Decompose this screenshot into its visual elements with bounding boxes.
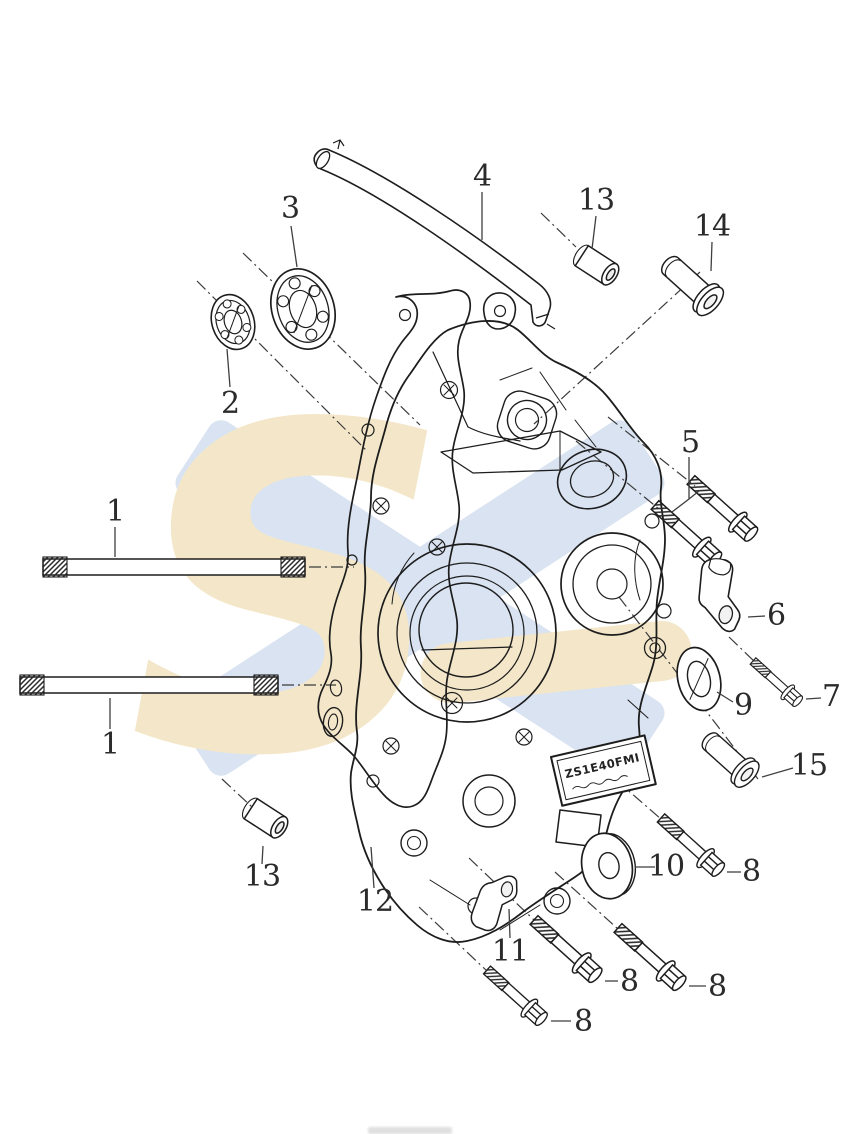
callout-part-4: 4 <box>472 159 492 194</box>
bearing-part2 <box>210 293 256 351</box>
callout-part-2: 2 <box>220 386 240 421</box>
bearing-part3 <box>270 267 336 351</box>
upper-boss <box>496 390 558 450</box>
grommet-part10 <box>580 832 637 900</box>
callout-part-13: 13 <box>577 183 615 218</box>
callout-part-3: 3 <box>280 191 300 226</box>
callout-part-11: 11 <box>491 934 529 969</box>
callout-part-14: 14 <box>693 209 731 244</box>
top-mount-ear <box>482 292 517 330</box>
bracket-part6 <box>698 558 741 633</box>
callout-part-13: 13 <box>243 859 281 894</box>
callout-part-8: 8 <box>619 964 639 999</box>
washer-part9 <box>676 646 722 712</box>
callout-part-5: 5 <box>680 425 700 460</box>
callout-part-7: 7 <box>821 679 841 714</box>
case-outline <box>349 320 666 943</box>
callout-part-15: 15 <box>790 748 828 783</box>
callout-part-1: 1 <box>105 494 125 529</box>
engine-code-plate: ZS1E40FMI <box>550 734 657 807</box>
crankcase-body: ZS1E40FMI <box>317 289 672 943</box>
watermark-letter-s: S <box>128 331 692 855</box>
main-bore <box>377 543 557 723</box>
gasket-plate <box>317 289 472 808</box>
right-bore <box>560 532 664 636</box>
cropped-footer-text <box>368 1127 452 1134</box>
callout-part-8: 8 <box>573 1004 593 1039</box>
bolt-part7 <box>746 653 807 711</box>
breather-tube-part4 <box>313 139 556 330</box>
stud-bolts-part1 <box>19 556 306 696</box>
callout-part-10: 10 <box>647 849 685 884</box>
case-details <box>372 351 649 931</box>
callout-part-8: 8 <box>741 854 761 889</box>
callout-part-1: 1 <box>100 727 120 762</box>
bracket-part11 <box>470 875 518 932</box>
bolt-part8-d <box>478 960 553 1031</box>
callout-part-8: 8 <box>707 969 727 1004</box>
collar-part13-top <box>569 241 623 289</box>
pin-part14 <box>653 247 729 321</box>
bottom-bores <box>322 513 672 915</box>
bolt-part8-b <box>524 909 608 988</box>
upper-right-opening <box>556 448 628 510</box>
pin-part15 <box>694 724 764 793</box>
watermark-logo: S <box>128 331 692 855</box>
callout-part-9: 9 <box>733 688 753 723</box>
callout-part-6: 6 <box>766 598 786 633</box>
callout-leader-lines <box>109 192 822 1022</box>
callout-part-12: 12 <box>356 884 394 919</box>
svg-text:S: S <box>128 331 452 855</box>
